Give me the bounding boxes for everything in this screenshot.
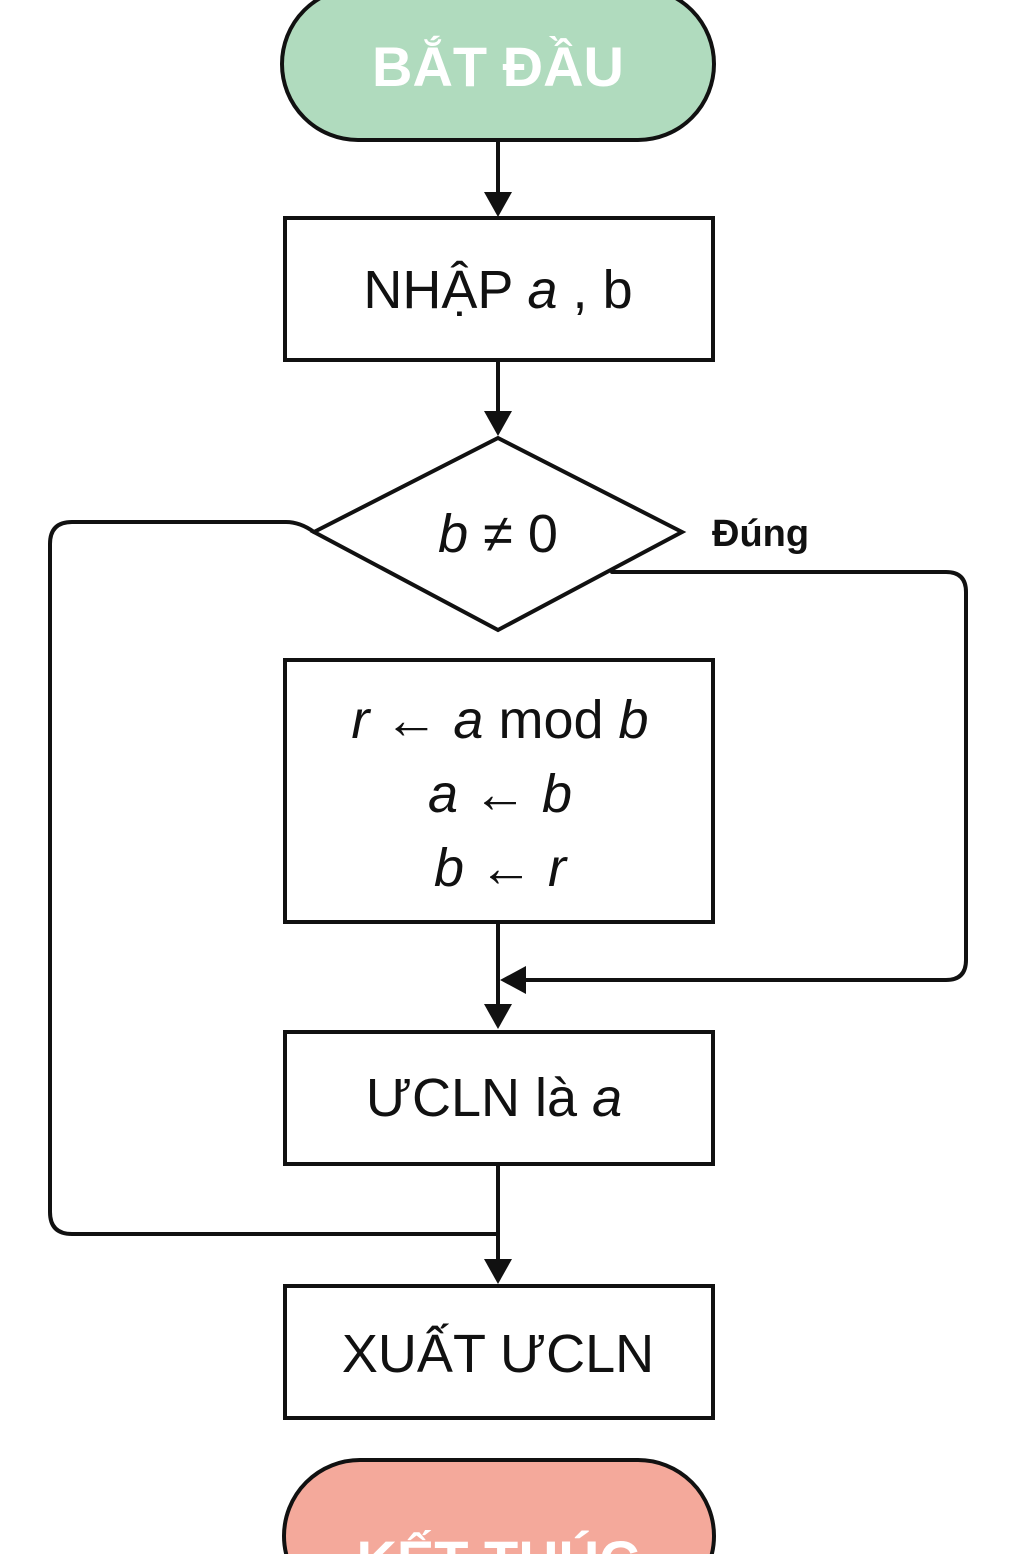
arrowhead-true-branch	[500, 966, 526, 994]
edge-decision-false-branch	[48, 520, 500, 1236]
connectors	[48, 138, 968, 1284]
decision-condition: b ≠ 0	[438, 504, 558, 564]
end-terminal-shape	[282, 1458, 716, 1554]
input-var-b: b	[603, 260, 633, 320]
output-box	[283, 1284, 715, 1420]
process-line-2: a ← b	[428, 764, 572, 824]
decision-node: b ≠ 0 Đúng	[309, 435, 809, 633]
process-line-1: r ← a mod b	[351, 690, 648, 750]
output-node: XUẤT ƯCLN	[283, 1284, 715, 1420]
decision-diamond	[309, 435, 687, 633]
gcd-node: ƯCLN là a	[283, 1030, 715, 1166]
gcd-var: a	[592, 1068, 622, 1128]
start-terminal-shape	[280, 0, 716, 142]
process-line-2-arrow: ←	[473, 764, 527, 824]
output-label: XUẤT ƯCLN	[342, 1324, 654, 1384]
end-label: KẾT THÚC	[356, 1529, 639, 1554]
process-line-3: b ← r	[434, 838, 568, 898]
edge-decision-true-branch	[518, 570, 968, 982]
gcd-label: ƯCLN là a	[366, 1068, 622, 1128]
end-node: KẾT THÚC	[282, 1458, 716, 1554]
process-line-3-arrow: ←	[479, 838, 533, 898]
input-box	[283, 216, 715, 362]
input-separator: ,	[573, 260, 588, 320]
input-label: NHẬP a , b	[363, 260, 632, 320]
process-line-1-left: r	[351, 690, 371, 750]
process-line-1-var-a: a	[453, 690, 483, 750]
decision-value: 0	[528, 504, 558, 564]
arrowhead-process-to-gcd	[484, 1004, 512, 1029]
process-line-1-arrow: ←	[384, 690, 438, 750]
process-line-2-right: b	[542, 764, 572, 824]
process-line-1-op: mod	[498, 690, 603, 750]
gcd-text: ƯCLN là	[366, 1068, 578, 1128]
input-var-a: a	[527, 260, 557, 320]
input-keyword: NHẬP	[363, 260, 512, 320]
start-label: BẮT ĐẦU	[372, 35, 624, 98]
arrowhead-start-to-input	[484, 192, 512, 217]
decision-var: b	[438, 504, 468, 564]
start-node: BẮT ĐẦU	[280, 0, 716, 142]
process-line-2-left: a	[428, 764, 458, 824]
arrowhead-input-to-decision	[484, 411, 512, 436]
process-line-3-right: r	[548, 838, 568, 898]
input-node: NHẬP a , b	[283, 216, 715, 362]
decision-operator: ≠	[483, 504, 513, 564]
process-box	[283, 658, 715, 924]
true-branch-label: Đúng	[712, 513, 809, 555]
process-line-3-left: b	[434, 838, 464, 898]
process-line-1-var-b: b	[619, 690, 649, 750]
arrowhead-gcd-to-output	[484, 1259, 512, 1284]
gcd-box	[283, 1030, 715, 1166]
process-node: r ← a mod b a ← b b ← r	[283, 658, 715, 924]
